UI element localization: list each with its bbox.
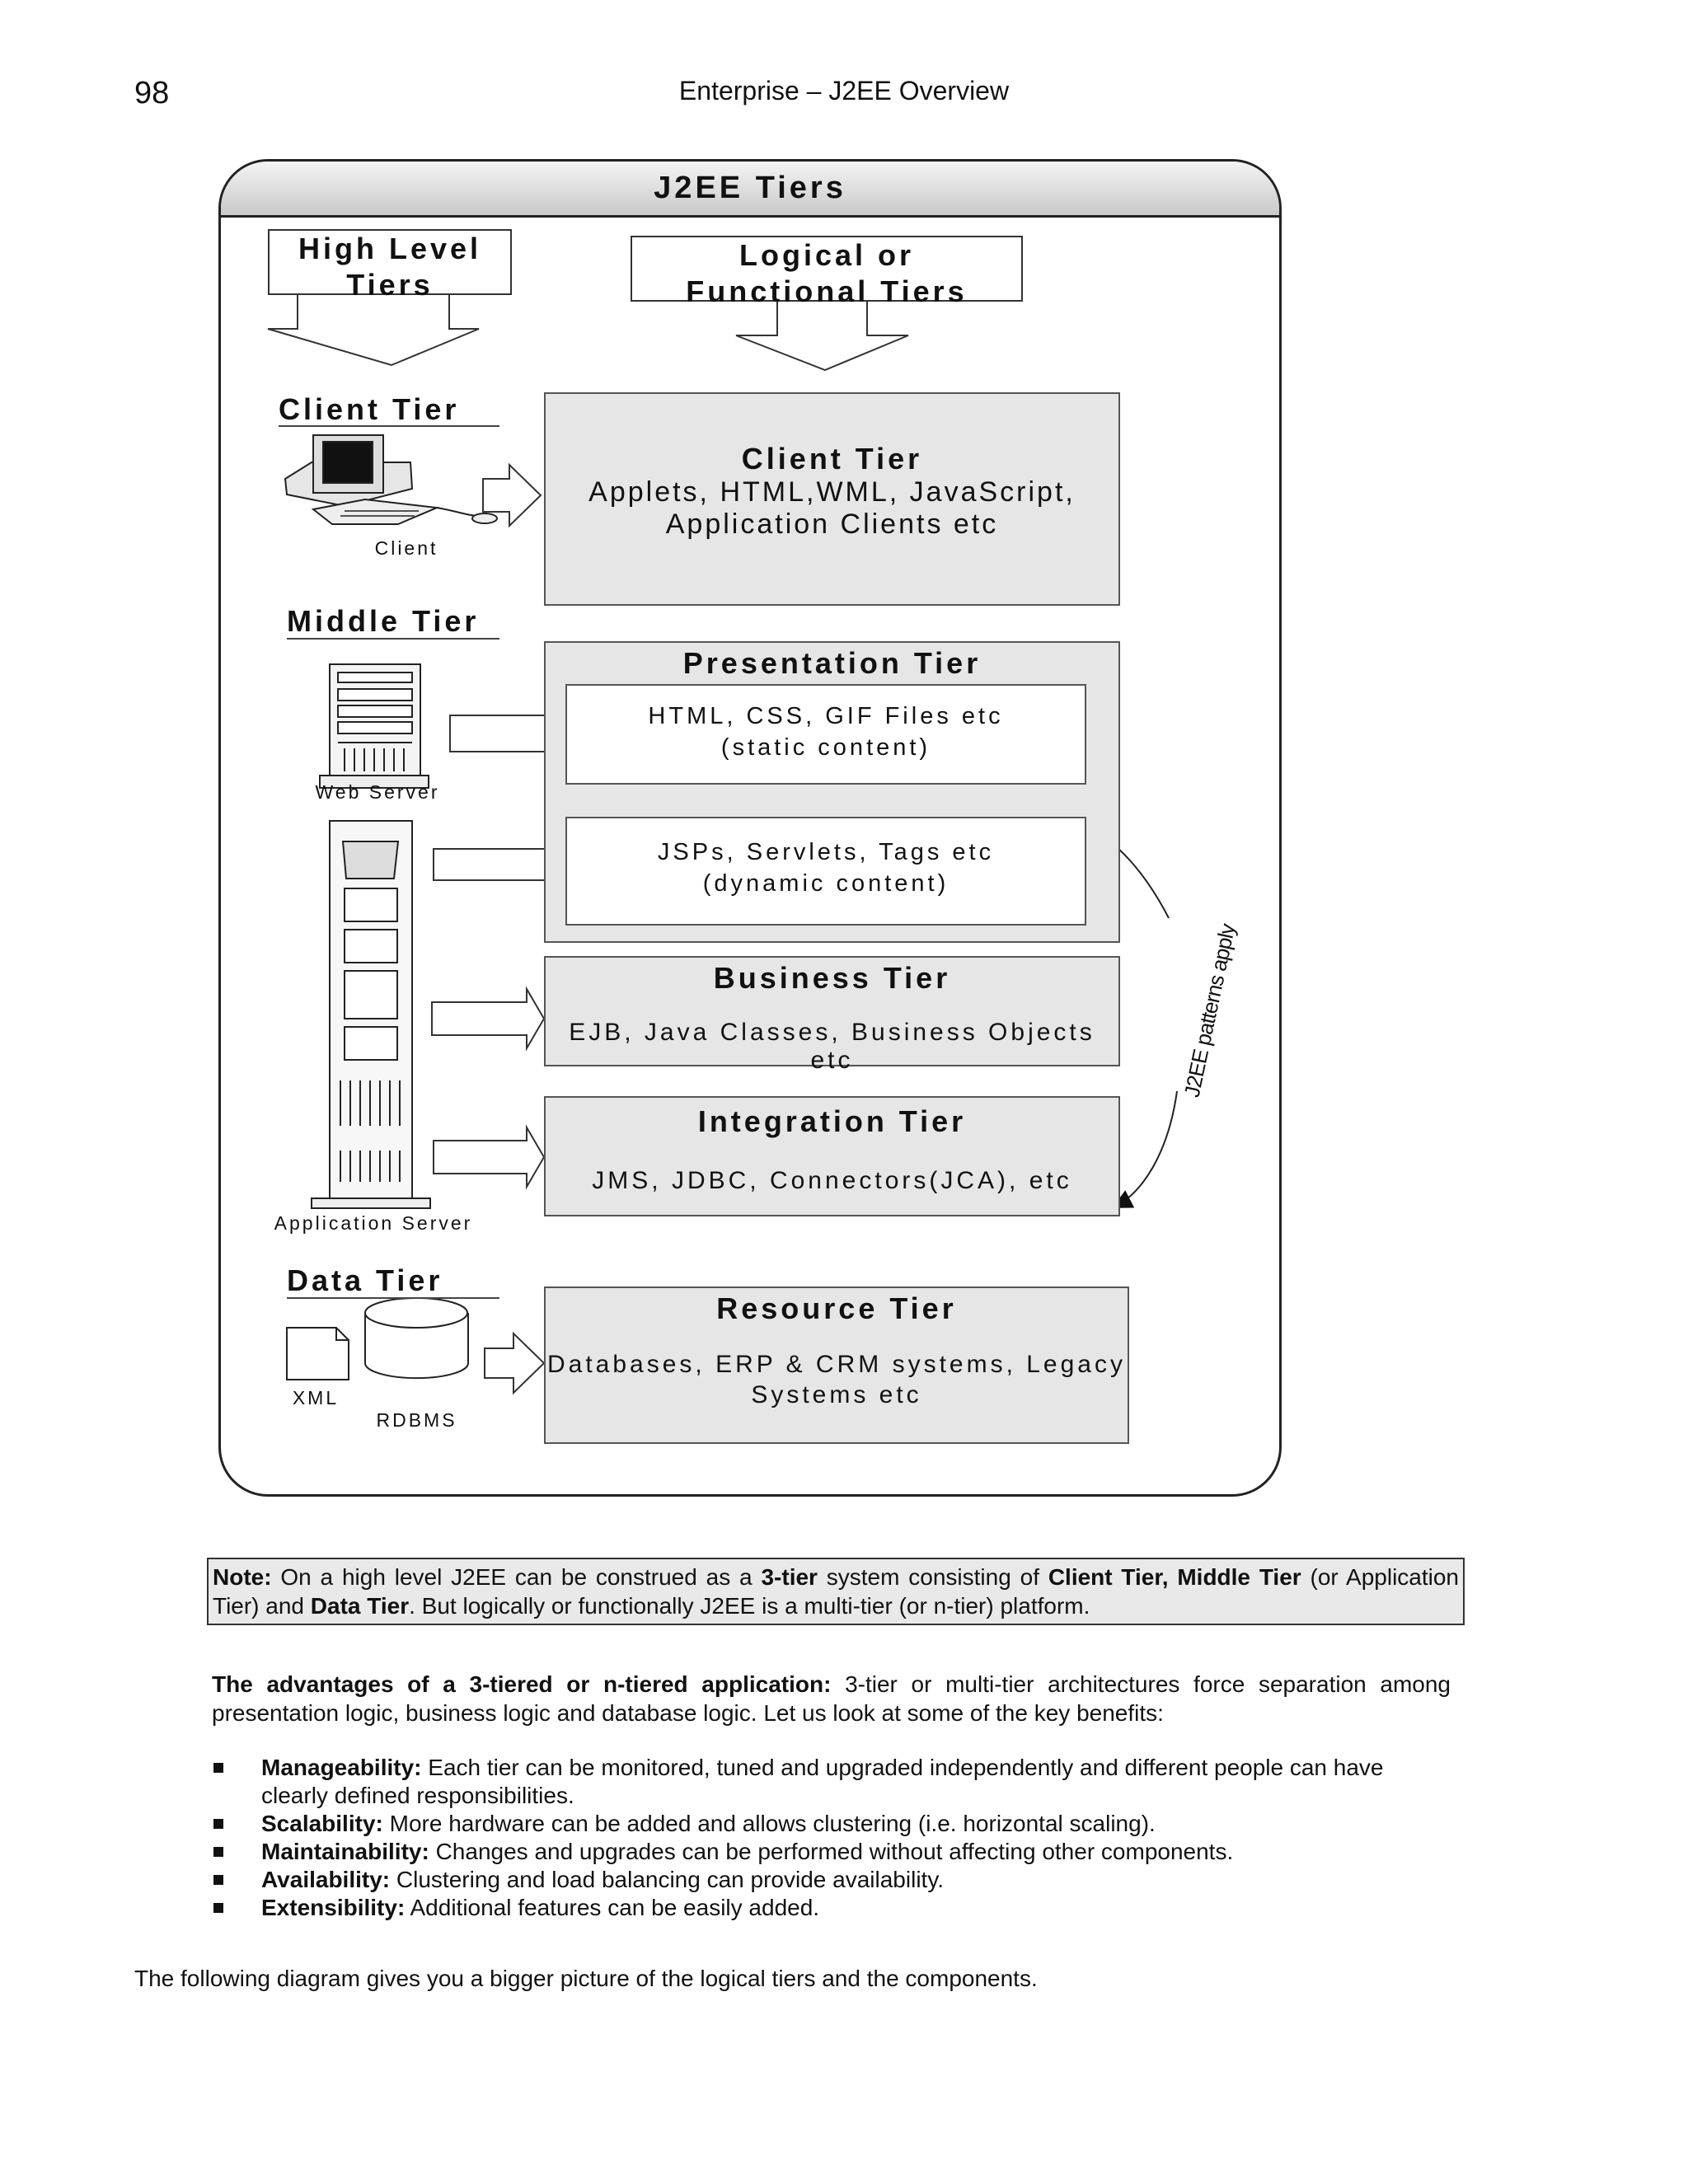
- list-item: Maintainability: Changes and upgrades ca…: [212, 1838, 1451, 1866]
- bullet-marker: [213, 1875, 223, 1885]
- list-item: Extensibility: Additional features can b…: [212, 1894, 1451, 1922]
- list-item: Scalability: More hardware can be added …: [212, 1810, 1451, 1838]
- app-server-arrow-integration: [434, 1127, 544, 1187]
- high-level-header-line-1: High Level: [270, 231, 510, 267]
- business-tier-panel: Business Tier EJB, Java Classes, Busines…: [544, 956, 1120, 1066]
- bullet-marker: [213, 1763, 223, 1773]
- closing-text: The following diagram gives you a bigger…: [134, 1964, 1536, 1993]
- benefit-desc: More hardware can be added and allows cl…: [383, 1811, 1156, 1836]
- benefit-desc: Clustering and load balancing can provid…: [390, 1867, 944, 1892]
- note-bold-2: Client Tier, Middle Tier: [1048, 1564, 1301, 1590]
- logical-tiers-header: Logical or Functional Tiers: [631, 236, 1023, 302]
- benefit-term: Maintainability:: [261, 1839, 429, 1864]
- logical-header-line-2: Functional Tiers: [632, 274, 1021, 310]
- xml-caption: XML: [279, 1387, 353, 1409]
- business-tier-title: Business Tier: [546, 961, 1118, 996]
- j2ee-tiers-diagram: J2EE Tiers: [218, 159, 1282, 1497]
- client-tier-desc-line-2: Application Clients etc: [546, 509, 1118, 541]
- benefit-term: Extensibility:: [261, 1895, 405, 1920]
- advantages-paragraph: The advantages of a 3-tiered or n-tiered…: [212, 1670, 1451, 1727]
- note-bold-1: 3-tier: [761, 1564, 817, 1590]
- dynamic-content-box: JSPs, Servlets, Tags etc (dynamic conten…: [565, 817, 1086, 926]
- resource-tier-title: Resource Tier: [546, 1291, 1128, 1326]
- data-arrow: [485, 1333, 544, 1393]
- business-tier-desc: EJB, Java Classes, Business Objects etc: [546, 1019, 1118, 1075]
- client-caption: Client: [353, 537, 460, 560]
- app-server-arrow-business: [432, 989, 544, 1048]
- resource-tier-panel: Resource Tier Databases, ERP & CRM syste…: [544, 1286, 1129, 1444]
- resource-tier-desc-line-1: Databases, ERP & CRM systems, Legacy: [546, 1349, 1128, 1380]
- benefit-desc: Each tier can be monitored, tuned and up…: [261, 1755, 1384, 1808]
- resource-tier-desc-line-2: Systems etc: [546, 1380, 1128, 1410]
- client-tier-rule: [279, 425, 499, 427]
- client-tier-label: Client Tier: [279, 392, 459, 427]
- integration-tier-panel: Integration Tier JMS, JDBC, Connectors(J…: [544, 1096, 1120, 1216]
- note-box: Note: On a high level J2EE can be constr…: [207, 1558, 1465, 1625]
- static-content-line-2: (static content): [567, 732, 1085, 763]
- bullet-marker: [213, 1847, 223, 1857]
- rdbms-database-icon: [365, 1298, 468, 1378]
- logical-header-line-1: Logical or: [632, 237, 1021, 274]
- dynamic-content-line-2: (dynamic content): [567, 868, 1085, 899]
- client-tier-panel-title: Client Tier: [546, 442, 1118, 476]
- benefit-term: Manageability:: [261, 1755, 421, 1780]
- xml-document-icon: [287, 1328, 349, 1380]
- benefits-list: Manageability: Each tier can be monitore…: [212, 1754, 1451, 1922]
- static-content-box: HTML, CSS, GIF Files etc (static content…: [565, 684, 1086, 785]
- client-computer-icon: [285, 435, 497, 524]
- presentation-tier-title: Presentation Tier: [546, 646, 1118, 681]
- list-item: Manageability: Each tier can be monitore…: [212, 1754, 1451, 1810]
- bullet-marker: [213, 1903, 223, 1913]
- integration-tier-title: Integration Tier: [546, 1104, 1118, 1139]
- static-content-line-1: HTML, CSS, GIF Files etc: [567, 701, 1085, 732]
- middle-tier-rule: [287, 638, 499, 640]
- note-text-1: On a high level J2EE can be construed as…: [272, 1564, 762, 1590]
- data-tier-rule: [287, 1297, 499, 1299]
- benefit-desc: Additional features can be easily added.: [405, 1895, 819, 1920]
- running-header: Enterprise – J2EE Overview: [0, 76, 1688, 106]
- note-bold-3: Data Tier: [311, 1593, 409, 1619]
- benefit-term: Availability:: [261, 1867, 390, 1892]
- client-tier-desc-line-1: Applets, HTML,WML, JavaScript,: [546, 476, 1118, 509]
- high-level-header-line-2: Tiers: [270, 267, 510, 303]
- bullet-marker: [213, 1819, 223, 1829]
- client-tier-panel: Client Tier Applets, HTML,WML, JavaScrip…: [544, 392, 1120, 606]
- middle-tier-label: Middle Tier: [287, 604, 479, 639]
- application-server-icon: [312, 821, 430, 1208]
- advantages-lead: The advantages of a 3-tiered or n-tiered…: [212, 1671, 831, 1697]
- integration-tier-desc: JMS, JDBC, Connectors(JCA), etc: [546, 1167, 1118, 1195]
- high-level-tiers-header: High Level Tiers: [268, 229, 512, 295]
- dynamic-content-line-1: JSPs, Servlets, Tags etc: [567, 837, 1085, 868]
- list-item: Availability: Clustering and load balanc…: [212, 1866, 1451, 1894]
- patterns-curve-arrow-down: [1115, 1091, 1177, 1207]
- note-text-2: system consisting of: [818, 1564, 1048, 1590]
- rdbms-caption: RDBMS: [365, 1409, 468, 1432]
- application-server-caption: Application Server: [266, 1212, 481, 1235]
- data-tier-label: Data Tier: [287, 1263, 443, 1298]
- benefit-desc: Changes and upgrades can be performed wi…: [429, 1839, 1233, 1864]
- note-text-4: . But logically or functionally J2EE is …: [409, 1593, 1090, 1619]
- benefit-term: Scalability:: [261, 1811, 383, 1836]
- web-server-icon: [320, 664, 429, 788]
- web-server-caption: Web Server: [299, 781, 456, 804]
- note-label: Note:: [213, 1564, 272, 1590]
